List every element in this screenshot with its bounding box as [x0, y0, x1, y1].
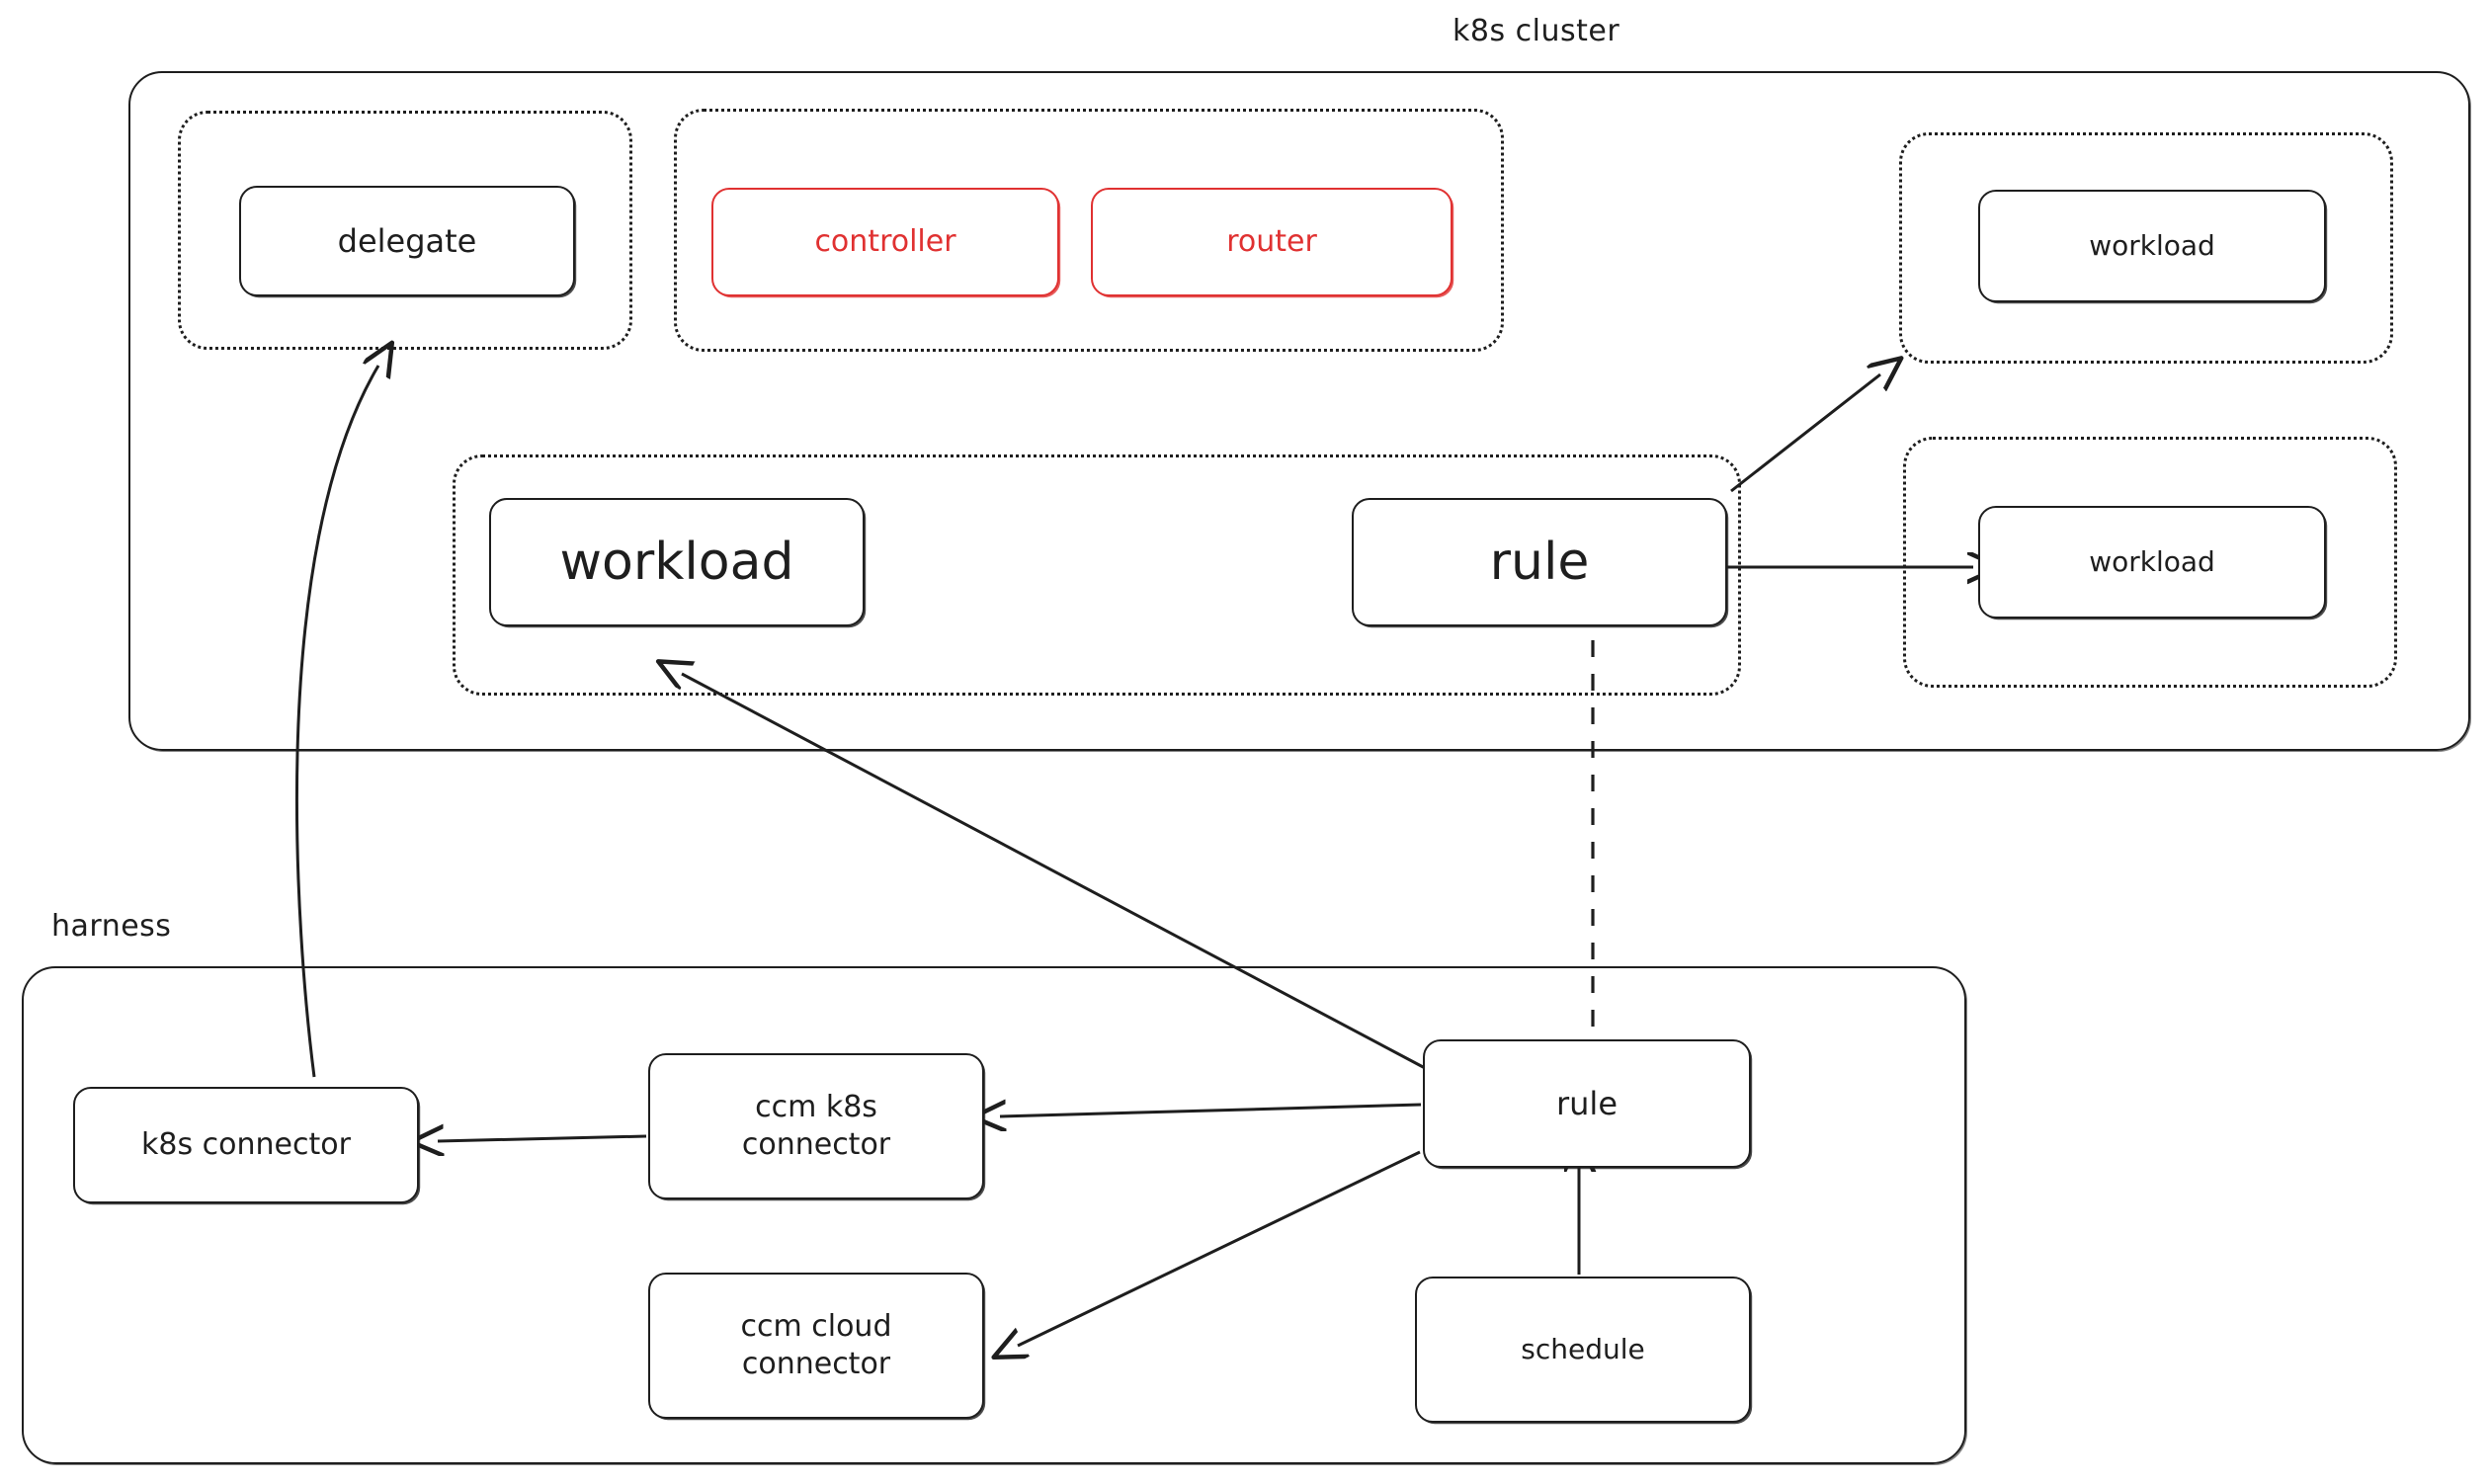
node-ccm-cloud-connector[interactable]: ccm cloud connector — [648, 1273, 984, 1419]
delegate-namespace-group — [178, 111, 632, 350]
node-k8s-connector-label: k8s connector — [141, 1126, 351, 1162]
harness-container — [22, 966, 1966, 1464]
node-cluster-workload-main-label: workload — [559, 532, 794, 592]
node-ccm-k8s-connector-line2: connector — [741, 1127, 891, 1162]
harness-label: harness — [51, 909, 172, 944]
node-harness-rule[interactable]: rule — [1423, 1039, 1751, 1168]
k8s-cluster-label: k8s cluster — [1453, 14, 1620, 48]
control-plane-namespace-group — [674, 109, 1504, 352]
node-schedule[interactable]: schedule — [1415, 1277, 1751, 1423]
node-delegate-label: delegate — [337, 221, 477, 260]
node-ccm-cloud-connector-line2: connector — [741, 1347, 891, 1381]
node-delegate[interactable]: delegate — [239, 186, 575, 296]
workload-namespace-group-top — [1899, 132, 2393, 364]
node-controller-label: controller — [814, 223, 956, 259]
k8s-cluster-container — [128, 71, 2470, 751]
cluster-main-namespace-group — [453, 454, 1741, 696]
node-cluster-rule[interactable]: rule — [1352, 498, 1727, 626]
node-cluster-workload-main[interactable]: workload — [489, 498, 865, 626]
node-ccm-k8s-connector-line1: ccm k8s — [755, 1089, 877, 1124]
node-cluster-workload-bottom[interactable]: workload — [1978, 506, 2326, 618]
node-harness-rule-label: rule — [1555, 1084, 1618, 1122]
node-ccm-k8s-connector[interactable]: ccm k8s connector — [648, 1053, 984, 1199]
workload-namespace-group-bottom — [1903, 437, 2397, 688]
node-ccm-cloud-connector-line1: ccm cloud — [740, 1308, 892, 1344]
node-controller[interactable]: controller — [711, 188, 1059, 296]
node-cluster-rule-label: rule — [1489, 532, 1590, 592]
node-router[interactable]: router — [1091, 188, 1453, 296]
node-cluster-workload-top[interactable]: workload — [1978, 190, 2326, 302]
node-k8s-connector[interactable]: k8s connector — [73, 1087, 419, 1203]
node-router-label: router — [1226, 223, 1317, 259]
node-cluster-workload-bottom-label: workload — [2089, 545, 2215, 579]
node-cluster-workload-top-label: workload — [2089, 229, 2215, 263]
node-schedule-label: schedule — [1521, 1333, 1645, 1366]
